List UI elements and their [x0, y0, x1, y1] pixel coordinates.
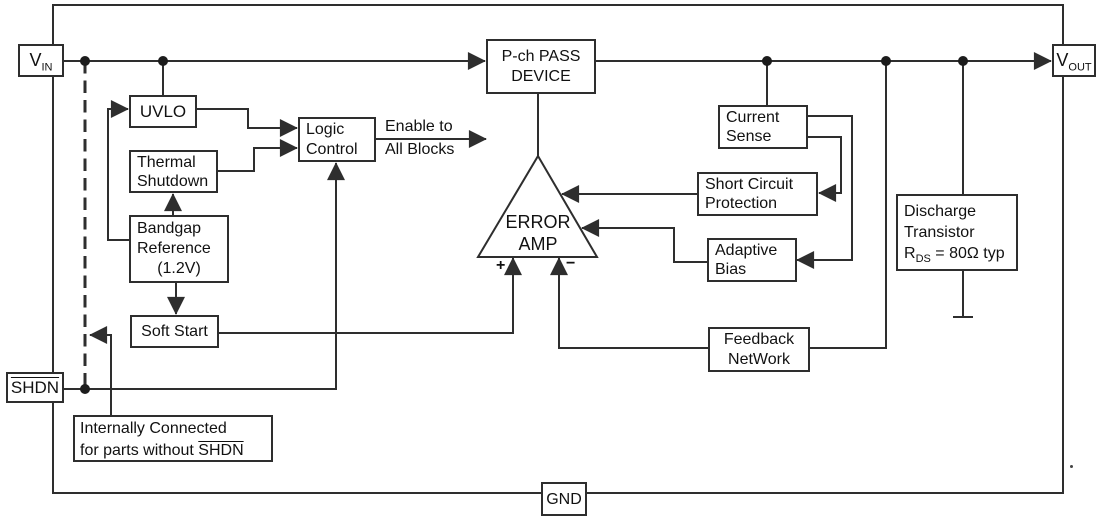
short-circuit-protection-label: Short Circuit Protection: [705, 176, 794, 212]
error-amp-label: ERROR AMP: [493, 211, 583, 255]
thermal-shutdown-label: Thermal Shutdown: [137, 153, 209, 190]
wire-thermal-to-logic: [218, 139, 298, 172]
current-sense-block: Current Sense: [718, 105, 808, 149]
junction-dot: [158, 56, 168, 66]
logic-control-label: Logic Control: [306, 120, 358, 158]
bandgap-line3: (1.2V): [157, 260, 201, 277]
junction-dots: [80, 56, 968, 394]
gnd-label: GND: [546, 490, 582, 508]
uvlo-label: UVLO: [139, 102, 187, 121]
bandgap-line2: Reference: [137, 240, 211, 257]
bandgap-block: Bandgap Reference (1.2V): [129, 215, 229, 283]
thermal-shutdown-block: Thermal Shutdown: [129, 150, 218, 193]
pass-device-label: P-ch PASS DEVICE: [501, 47, 581, 85]
uvlo-block: UVLO: [129, 95, 197, 128]
wire-note-callout: [89, 326, 112, 415]
wire-current-sense-to-scp: [808, 136, 842, 202]
soft-start-label: Soft Start: [141, 323, 208, 340]
amp-minus-sign: −: [566, 255, 576, 272]
junction-dot: [958, 56, 968, 66]
junction-dot: [762, 56, 772, 66]
adaptive-bias-block: Adaptive Bias: [707, 238, 797, 282]
wire-uvlo-to-logic: [197, 108, 298, 137]
wire-shdn-to-logic: [64, 162, 345, 390]
soft-start-block: Soft Start: [130, 315, 219, 348]
junction-dot: [80, 56, 90, 66]
wire-bandgap-to-uvlo: [107, 100, 129, 241]
discharge-line1: Discharge: [904, 203, 977, 220]
adaptive-bias-label: Adaptive Bias: [715, 242, 778, 278]
wire-discharge-to-ground: [953, 271, 973, 318]
note-line2: for parts without SHDN: [80, 442, 244, 459]
feedback-network-label: Feedback NetWork: [723, 330, 795, 368]
current-sense-label: Current Sense: [726, 109, 780, 145]
outer-border: [52, 4, 1064, 494]
junction-dot: [881, 56, 891, 66]
wire-feedback-to-rail: [810, 61, 887, 349]
feedback-network-block: Feedback NetWork: [708, 327, 810, 372]
discharge-line2: Transistor: [904, 224, 975, 241]
enable-text-line1: Enable to: [385, 118, 453, 135]
discharge-rds: RDS = 80Ω typ: [904, 245, 1005, 266]
wire-adaptive-to-amp: [581, 219, 707, 263]
wire-current-sense-to-adaptive: [796, 115, 853, 269]
amp-plus-sign: +: [496, 257, 506, 274]
note-line1: Internally Connected: [80, 420, 227, 437]
short-circuit-protection-block: Short Circuit Protection: [697, 172, 818, 216]
vout-label: VOUT: [1056, 50, 1092, 74]
wire-feedback-to-amp-minus: [550, 257, 708, 349]
shdn-label: SHDN: [10, 378, 60, 397]
wire-softstart-to-amp-plus: [219, 257, 522, 334]
internal-connect-note: Internally Connected for parts without S…: [73, 415, 273, 462]
pass-device-block: P-ch PASS DEVICE: [486, 39, 596, 94]
vin-pin: VIN: [18, 44, 64, 77]
vout-pin: VOUT: [1052, 44, 1096, 77]
bandgap-line1: Bandgap: [137, 220, 202, 237]
logic-control-block: Logic Control: [298, 117, 376, 162]
discharge-transistor-block: Discharge Transistor RDS = 80Ω typ: [896, 194, 1018, 271]
error-amp-line1: ERROR: [505, 212, 571, 232]
vin-label: VIN: [29, 50, 53, 74]
error-amp-line2: AMP: [518, 234, 558, 254]
shdn-pin: SHDN: [6, 372, 64, 403]
junction-dot: [80, 384, 90, 394]
error-amp-triangle: [476, 154, 599, 258]
gnd-pin: GND: [541, 482, 587, 516]
enable-text-line2: All Blocks: [385, 141, 455, 158]
stray-mark: [1070, 465, 1073, 468]
